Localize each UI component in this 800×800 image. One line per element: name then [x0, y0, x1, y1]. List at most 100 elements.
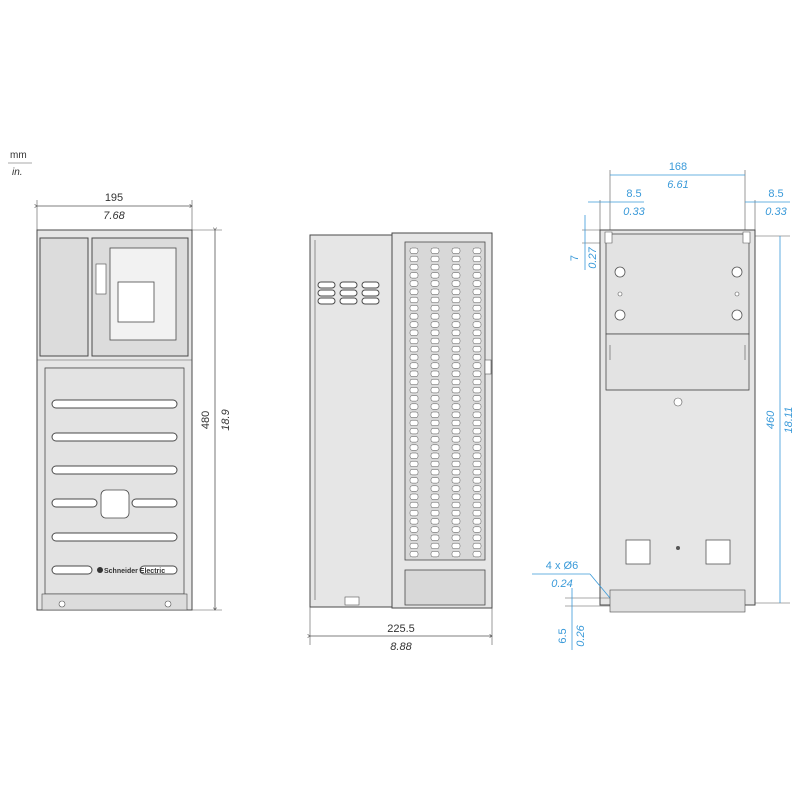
- side-view: 225.5 8.88: [310, 232, 492, 653]
- heatsink-fin: [409, 542, 419, 549]
- heatsink-fin: [472, 296, 482, 303]
- heatsink-fin: [430, 477, 440, 484]
- heatsink-fin: [409, 460, 419, 467]
- rear-bottom-offset-in: 0.26: [575, 624, 587, 646]
- heatsink-fin: [409, 403, 419, 410]
- front-led-window: [100, 489, 130, 519]
- heatsink-fin: [451, 362, 461, 369]
- heatsink-fin: [451, 387, 461, 394]
- front-vent-slot: [51, 465, 178, 475]
- rear-bottom-offset-mm: 6.5: [557, 628, 569, 643]
- side-depth-in: 8.88: [390, 641, 412, 653]
- heatsink-fin: [409, 444, 419, 451]
- heatsink-fin: [451, 272, 461, 279]
- heatsink-fin: [409, 428, 419, 435]
- mounting-slot-left: [604, 231, 613, 244]
- heatsink-fin: [451, 255, 461, 262]
- heatsink-fin: [472, 313, 482, 320]
- heatsink-fin: [472, 551, 482, 558]
- heatsink-fin: [430, 329, 440, 336]
- heatsink-fin: [472, 370, 482, 377]
- front-width-mm: 195: [105, 192, 123, 204]
- heatsink-fin: [472, 387, 482, 394]
- rear-left-offset-in: 0.33: [623, 206, 645, 218]
- heatsink-fin: [430, 370, 440, 377]
- rear-terminal-right: [705, 539, 731, 565]
- heatsink-fin: [472, 354, 482, 361]
- front-height-mm: 480: [200, 411, 212, 429]
- heatsink-fin: [430, 403, 440, 410]
- heatsink-fin: [430, 296, 440, 303]
- heatsink-fin: [472, 329, 482, 336]
- heatsink-fin: [430, 452, 440, 459]
- heatsink-fin: [472, 469, 482, 476]
- heatsink-fin: [472, 542, 482, 549]
- units-legend: mm in.: [8, 150, 32, 178]
- heatsink-fin: [451, 337, 461, 344]
- heatsink-fin: [451, 296, 461, 303]
- schneider-logo: Schneider Electric: [97, 567, 165, 575]
- mounting-hole: [614, 309, 626, 321]
- heatsink-fin: [451, 288, 461, 295]
- heatsink-fin: [451, 469, 461, 476]
- rear-top-offset-mm: 7: [569, 255, 581, 261]
- heatsink-fin: [430, 378, 440, 385]
- heatsink-fin: [451, 493, 461, 500]
- mounting-slot-right: [742, 231, 751, 244]
- heatsink-fin: [430, 395, 440, 402]
- heatsink-fin: [430, 460, 440, 467]
- heatsink-fin: [451, 378, 461, 385]
- side-vent-cluster: [317, 281, 380, 305]
- front-left-panel: [39, 237, 89, 357]
- heatsink-fin: [451, 346, 461, 353]
- mounting-hole: [614, 266, 626, 278]
- heatsink-fin: [472, 378, 482, 385]
- rear-mounting-plate: [605, 233, 750, 335]
- heatsink-fin: [430, 493, 440, 500]
- front-vent-slot: [51, 565, 93, 575]
- heatsink-fin: [430, 346, 440, 353]
- mounting-hole: [731, 266, 743, 278]
- heatsink-fin: [472, 411, 482, 418]
- heatsink-fin: [430, 542, 440, 549]
- heatsink-fin: [430, 337, 440, 344]
- heatsink-fin: [451, 419, 461, 426]
- heatsink-fin: [451, 460, 461, 467]
- heatsink-fin: [451, 403, 461, 410]
- unit-mm: mm: [10, 150, 27, 161]
- rear-terminal-left: [625, 539, 651, 565]
- heatsink-fin: [472, 460, 482, 467]
- heatsink-fin: [409, 280, 419, 287]
- heatsink-fin: [409, 370, 419, 377]
- heatsink-fin: [430, 518, 440, 525]
- heatsink-fin: [451, 247, 461, 254]
- heatsink-fin: [472, 518, 482, 525]
- side-heatsink: [404, 241, 486, 561]
- heatsink-fin: [472, 280, 482, 287]
- heatsink-fin: [472, 346, 482, 353]
- heatsink-fin: [430, 501, 440, 508]
- heatsink-fin: [430, 255, 440, 262]
- front-height-in: 18.9: [220, 409, 232, 430]
- heatsink-fin: [451, 280, 461, 287]
- heatsink-fin: [451, 444, 461, 451]
- heatsink-fin: [472, 526, 482, 533]
- heatsink-fin: [409, 477, 419, 484]
- heatsink-fin: [451, 329, 461, 336]
- heatsink-fin: [472, 272, 482, 279]
- heatsink-fin: [430, 551, 440, 558]
- heatsink-fin: [409, 510, 419, 517]
- heatsink-fin: [409, 346, 419, 353]
- heatsink-fin: [451, 518, 461, 525]
- heatsink-fin: [409, 354, 419, 361]
- heatsink-fin: [430, 354, 440, 361]
- heatsink-fin: [451, 411, 461, 418]
- heatsink-fin: [451, 321, 461, 328]
- heatsink-fin: [472, 321, 482, 328]
- heatsink-fin: [409, 264, 419, 271]
- heatsink-fin: [451, 542, 461, 549]
- front-vent-slot: [51, 498, 98, 508]
- heatsink-fin: [409, 387, 419, 394]
- heatsink-fin: [430, 428, 440, 435]
